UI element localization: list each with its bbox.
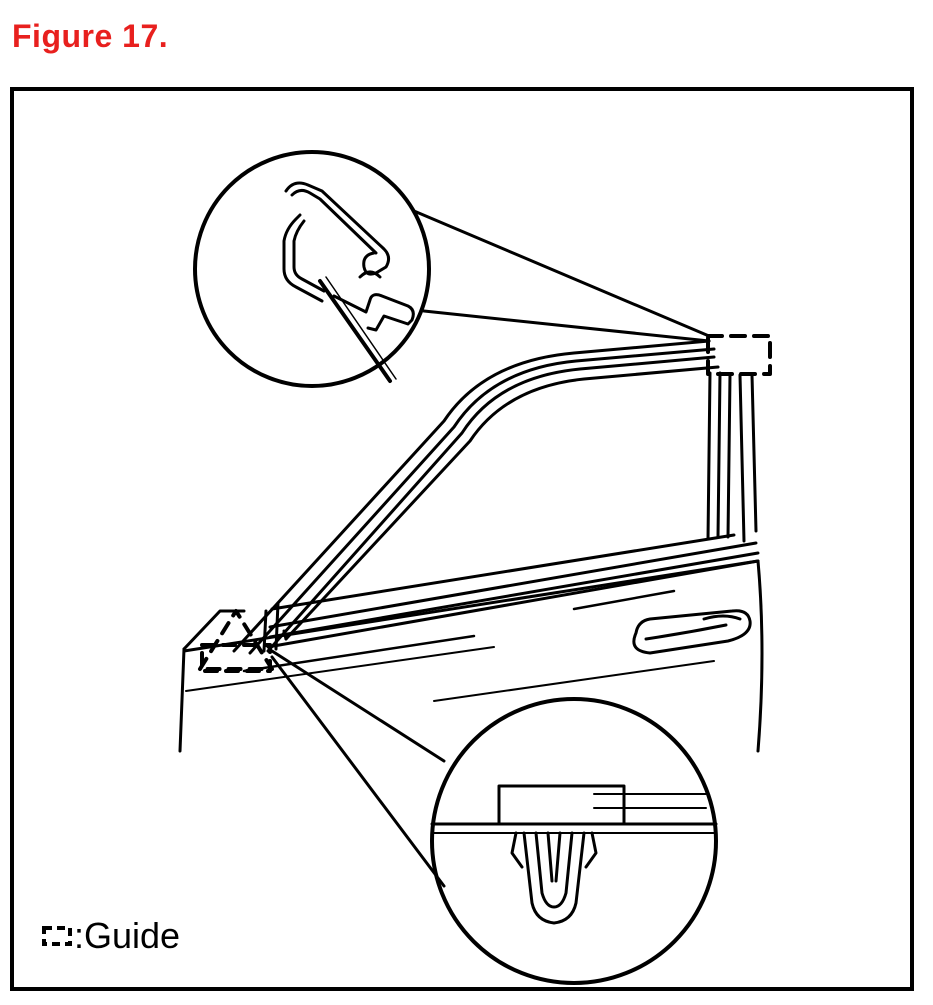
diagram-frame: : Guide [10, 87, 914, 991]
lower-clip-detail [430, 784, 718, 925]
legend-separator: : [74, 915, 85, 956]
dashed-bracket-icon [42, 926, 72, 946]
door-body [178, 559, 764, 753]
upper-detail-callout [193, 150, 711, 388]
door-window-frame [232, 339, 758, 655]
upper-clip-detail [282, 181, 415, 383]
door-handle [632, 609, 752, 655]
legend: : Guide [42, 915, 180, 957]
door-molding-diagram [178, 150, 772, 985]
lower-detail-callout [270, 649, 718, 985]
legend-label: Guide [84, 915, 181, 956]
figure-title: Figure 17. [12, 18, 169, 54]
belt-molding [266, 533, 760, 649]
lower-guide-marker [198, 609, 274, 673]
